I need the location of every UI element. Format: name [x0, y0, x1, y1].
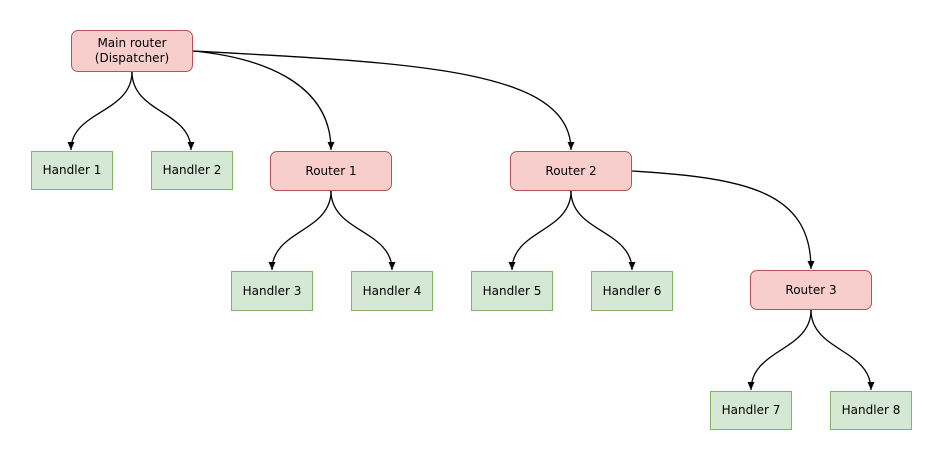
node-main-router-label-line2: (Dispatcher)	[94, 51, 170, 65]
edge-router-2-to-handler-6	[570, 190, 636, 271]
edge-router-1-to-handler-3	[268, 190, 332, 271]
edge-main-router-to-handler-1	[67, 71, 133, 151]
edge-main-router-to-router-1	[192, 50, 335, 151]
node-handler-7-label: Handler 7	[721, 403, 781, 417]
node-router-1: Router 1	[270, 151, 392, 191]
node-router-2: Router 2	[510, 151, 632, 191]
node-handler-5-label: Handler 5	[482, 283, 542, 298]
edge-router-3-to-handler-8	[810, 309, 875, 391]
node-router-1-label: Router 1	[305, 163, 357, 178]
edge-main-router-to-router-2	[192, 50, 575, 151]
node-handler-2: Handler 2	[151, 151, 233, 190]
node-handler-1: Handler 1	[31, 151, 113, 190]
node-handler-7: Handler 7	[710, 391, 792, 430]
node-handler-5: Handler 5	[471, 271, 553, 311]
node-router-3-label: Router 3	[785, 282, 837, 297]
node-router-2-label: Router 2	[545, 163, 597, 178]
edge-router-2-to-handler-5	[508, 190, 572, 271]
node-handler-8-label: Handler 8	[841, 403, 901, 417]
node-handler-8: Handler 8	[830, 391, 912, 430]
node-handler-1-label: Handler 1	[42, 163, 102, 177]
node-handler-4-label: Handler 4	[362, 283, 422, 298]
node-handler-4: Handler 4	[351, 271, 433, 311]
edge-router-1-to-handler-4	[330, 190, 396, 271]
node-handler-3-label: Handler 3	[242, 283, 302, 298]
edge-router-3-to-handler-7	[747, 309, 812, 391]
node-main-router-label-line1: Main router	[97, 36, 167, 50]
node-handler-2-label: Handler 2	[162, 163, 222, 177]
node-handler-6: Handler 6	[591, 271, 673, 311]
node-router-3: Router 3	[750, 270, 872, 310]
node-main-router: Main router (Dispatcher)	[71, 30, 193, 72]
edge-main-router-to-handler-2	[131, 71, 195, 151]
node-handler-6-label: Handler 6	[602, 283, 662, 298]
node-handler-3: Handler 3	[231, 271, 313, 311]
edge-router-2-to-router-3	[631, 170, 815, 270]
